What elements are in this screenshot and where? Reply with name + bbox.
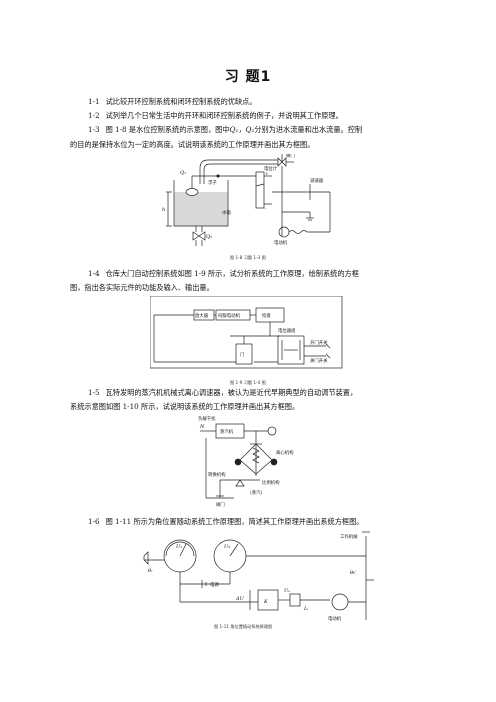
question-number: 1-6 xyxy=(88,517,100,526)
label-q1: Q₁ xyxy=(180,170,186,176)
label-servo-motor: 伺服电动机 xyxy=(218,312,241,319)
question-1-1: 1-1 试比较开环控制系统和闭环控制系统的优缺点。 xyxy=(88,96,406,108)
label-motor: 电动机 xyxy=(274,239,288,246)
label-source: 电源 xyxy=(210,581,219,588)
label-pot: 电位计 xyxy=(264,165,278,172)
question-text: 图，指出各实际元件的功能及输入、输出量。 xyxy=(70,283,214,292)
figure-1-9-caption: 图 1-9 习题 1-4 图 xyxy=(230,380,266,386)
question-1-5-cont: 系统示意图如图 1-10 所示，试说明该系统的工作原理并画出其方框图。 xyxy=(70,401,406,413)
question-1-3: 1-3 图 1-8 是水位控制系统的示意图，图中Q₁，Q₂分别为进水流量和出水流量… xyxy=(88,124,408,136)
figure-1-10: 负载干扰 N 蒸汽机 离心机构 转换机构 比例机构 (蒸汽) 阀门 xyxy=(198,415,294,508)
question-1-4-cont: 图，指出各实际元件的功能及输入、输出量。 xyxy=(70,282,406,294)
label-h: h xyxy=(162,207,165,213)
label-u2: U₂ xyxy=(224,544,230,550)
label-valve: 阀门 xyxy=(216,501,225,508)
question-text-cont: 分别为进水流量和出水流量。控制 xyxy=(254,125,363,134)
question-1-2: 1-2 试列举几个日常生活中的开环和闭环控制系统的例子，并说明其工作原理。 xyxy=(88,110,406,122)
label-u1: U₁ xyxy=(176,544,182,550)
figure-1-8: h Q₁ Q₂ 浮子 水箱 阀门 电位计 减速器 电动机 + - xyxy=(162,154,331,246)
figure-1-11: 工作机械 U₁ U₂ 电源 ΔU Uₐ Iₐ 电动机 θᵣ θc K xyxy=(143,531,374,622)
label-motor: 电动机 xyxy=(328,615,342,622)
question-1-6: 1-6 图 1-11 所示为角位置随动系统工作原理图，简述其工作原理并画出系统方框… xyxy=(88,516,418,528)
label-centrifugal: 离心机构 xyxy=(276,449,294,456)
label-plus: + xyxy=(265,171,269,177)
question-text: 的目的是保持水位为一定的高度。试说明该系统的工作原理并画出其方框图。 xyxy=(70,140,315,149)
caption-text: 图 1-11 角位置随动系统原理图 xyxy=(214,623,272,630)
label-pot-bridge: 电位器组 xyxy=(278,327,296,334)
label-lever: 转换机构 xyxy=(208,471,226,478)
label-storage: 水箱 xyxy=(222,209,231,216)
label-ua: Uₐ xyxy=(284,588,290,594)
question-number: 1-5 xyxy=(88,388,100,397)
label-steam: (蒸汽) xyxy=(250,489,262,496)
page-title: 习 题1 xyxy=(224,69,272,85)
question-1-3-cont: 的目的是保持水位为一定的高度。试说明该系统的工作原理并画出其方框图。 xyxy=(70,139,406,151)
figure-1-9: 放大器 伺服电动机 绞盘 电位器组 开门开关 关门开关 门 xyxy=(150,296,343,369)
question-text: 仓库大门自动控制系统如图 1-9 所示，试分析系统的工作原理，绘制系统的方框 xyxy=(105,269,359,278)
figure-1-8-caption: 图 1-8 习题 1-3 图 xyxy=(230,255,266,261)
label-q2: Q₂ xyxy=(206,234,212,240)
label-winch: 绞盘 xyxy=(262,312,271,319)
label-ia: Iₐ xyxy=(303,606,308,612)
question-1-4: 1-4 仓库大门自动控制系统如图 1-9 所示，试分析系统的工作原理，绘制系统的方… xyxy=(88,268,406,280)
question-text: 瓦特发明的蒸汽机机械式离心调速器，被认为是近代早期典型的自动调节装置， xyxy=(105,388,358,397)
question-text: 系统示意图如图 1-10 所示，试说明该系统的工作原理并画出其方框图。 xyxy=(70,402,300,411)
caption-text: 图 1-9 习题 1-4 图 xyxy=(230,380,266,386)
label-close-switch: 关门开关 xyxy=(310,357,328,364)
question-1-5: 1-5 瓦特发明的蒸汽机机械式离心调速器，被认为是近代早期典型的自动调节装置， xyxy=(88,387,408,399)
label-load: 负载干扰 xyxy=(198,415,216,422)
label-open-switch: 开门开关 xyxy=(310,339,328,346)
flow-symbols: Q₁，Q₂ xyxy=(229,125,255,134)
label-machine: 工作机械 xyxy=(340,533,358,540)
label-theta-r: θᵣ xyxy=(148,568,153,574)
question-number: 1-3 xyxy=(88,125,100,134)
question-text: 试比较开环控制系统和闭环控制系统的优缺点。 xyxy=(105,97,257,106)
label-float: 浮子 xyxy=(208,179,217,186)
label-ratio: 比例机构 xyxy=(262,479,280,486)
question-number: 1-2 xyxy=(88,111,100,120)
label-theta-c: θc xyxy=(350,570,356,576)
label-valve: 阀门 xyxy=(286,154,295,159)
question-text: 试列举几个日常生活中的开环和闭环控制系统的例子，并说明其工作原理。 xyxy=(105,111,343,120)
label-door: 门 xyxy=(240,351,244,358)
question-number: 1-1 xyxy=(88,97,100,106)
question-number: 1-4 xyxy=(88,269,100,278)
caption-text: 图 1-8 习题 1-3 图 xyxy=(230,255,266,261)
label-reducer: 减速器 xyxy=(310,177,324,184)
question-text: 图 1-11 所示为角位置随动系统工作原理图，简述其工作原理并画出系统方框图。 xyxy=(105,517,364,526)
label-amp: 放大器 xyxy=(195,312,209,319)
label-minus: - xyxy=(265,207,267,212)
label-engine: 蒸汽机 xyxy=(220,428,234,435)
label-k: K xyxy=(263,599,268,605)
label-delta-u: ΔU xyxy=(235,596,245,602)
question-text: 图 1-8 是水位控制系统的示意图，图中 xyxy=(105,125,230,134)
label-n: N xyxy=(199,424,205,430)
figure-1-11-caption: 图 1-11 角位置随动系统原理图 xyxy=(214,623,272,630)
